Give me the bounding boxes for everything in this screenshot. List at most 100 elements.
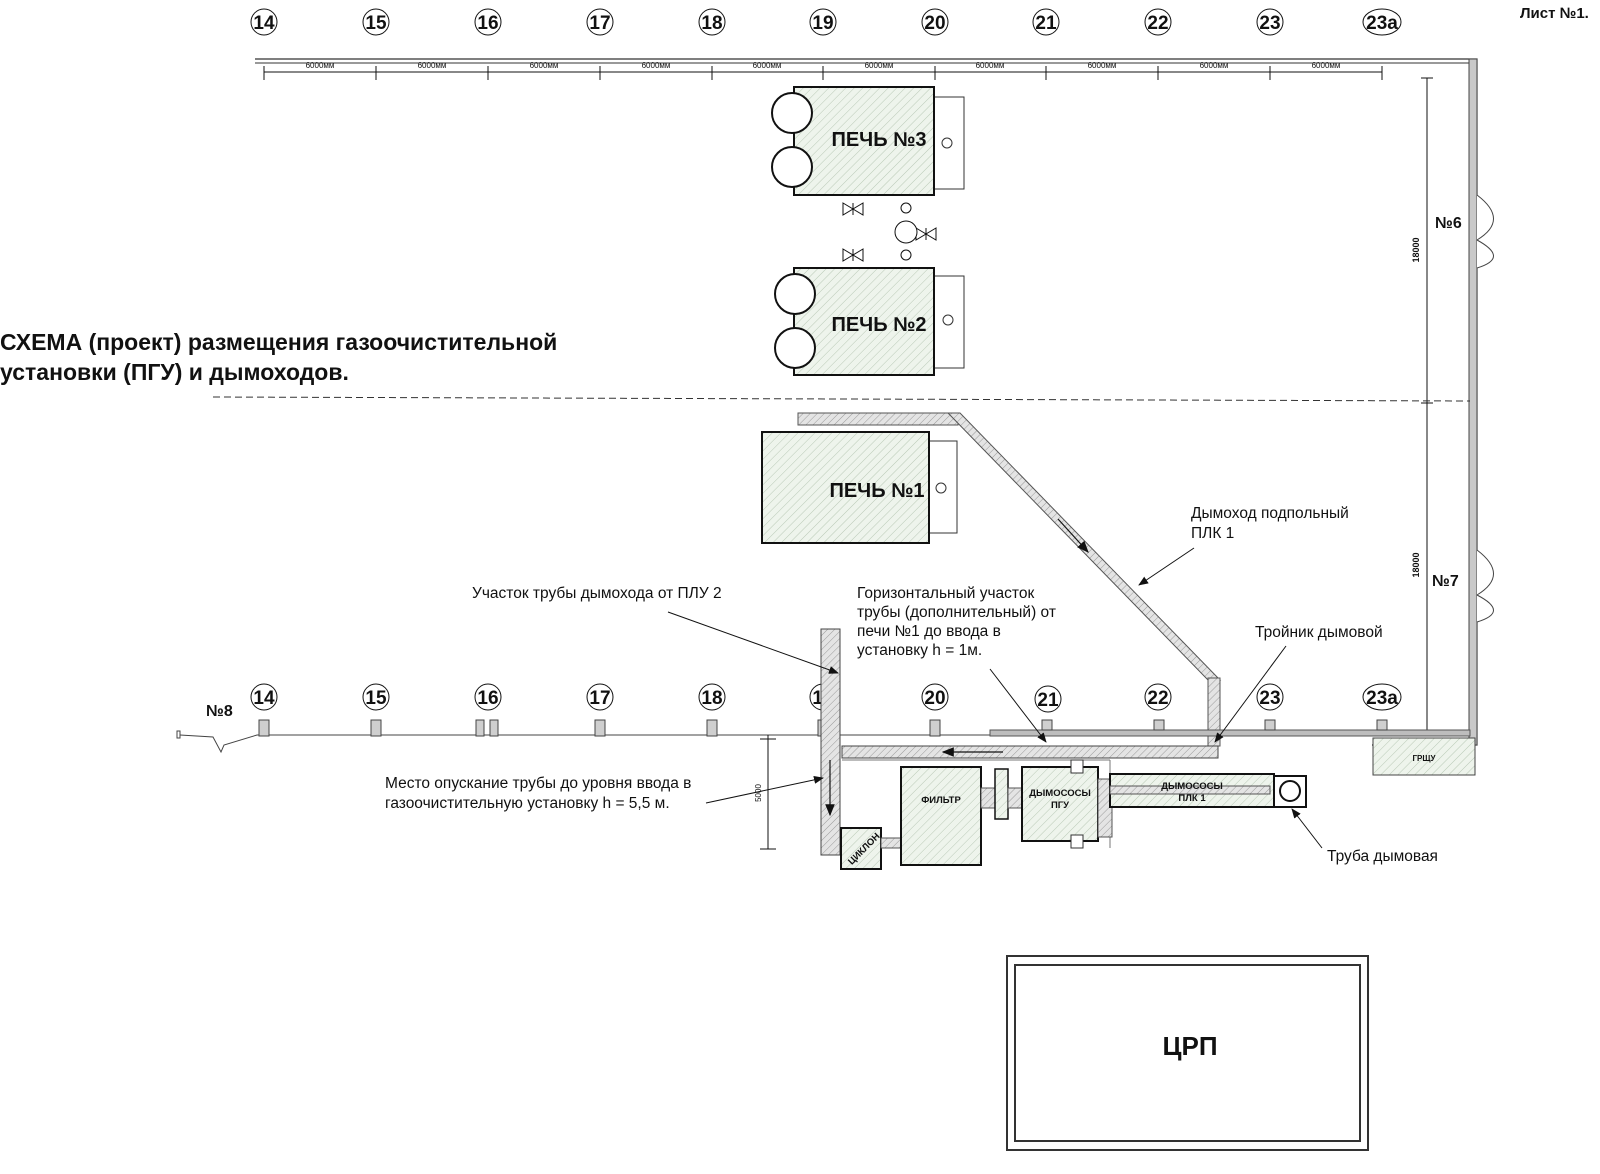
top-axis-22: 22 [1144,8,1172,36]
span-dim: 6000мм [642,61,671,70]
callout-horizontal-2: трубы (дополнительный) от [857,604,1056,621]
axis-label: 22 [1147,688,1168,709]
bottom-axis-23: 23 [1256,683,1284,711]
axis-label: 20 [924,13,945,34]
fans-pgu-label-1: ДЫМОСОСЫ [1029,788,1091,799]
axis-label: 18 [701,13,722,34]
lower-dimension [760,735,776,850]
bottom-axis-14: 14 [250,683,278,711]
furnace-3-label: ПЕЧЬ №3 [831,129,926,151]
top-axis-15: 15 [362,8,390,36]
axis-label: 23 [1259,688,1280,709]
top-axis-17: 17 [586,8,614,36]
span-dim: 6000мм [1312,61,1341,70]
bottom-axis-20: 20 [921,683,949,711]
grshu-label: ГРЩУ [1413,754,1437,763]
axis-label: 15 [365,13,387,34]
callout-tee: Тройник дымовой [1255,624,1383,641]
axis-label: 23 [1259,13,1280,34]
axis-label: 23а [1366,13,1398,34]
vertical-dim-lower: 18000 [1411,552,1421,577]
top-axis-18: 18 [698,8,726,36]
top-axis-23: 23 [1256,8,1284,36]
bay-label-6: №6 [1435,215,1462,232]
axis-label: 14 [253,688,275,709]
underfloor-flue [797,412,1222,747]
span-dim: 6000мм [1088,61,1117,70]
axis-label: 18 [701,688,722,709]
callout-leaders [667,547,1323,849]
lower-dim-label: 5000 [754,784,763,802]
top-dimension-chain [263,66,1383,80]
fans-pgu-label-2: ПГУ [1051,800,1069,811]
top-axis-14: 14 [250,8,278,36]
valve-group [842,202,937,262]
fans-plk1-label-2: ПЛК 1 [1178,793,1206,804]
furnace-1-label: ПЕЧЬ №1 [829,480,924,502]
top-axis-21: 21 [1032,8,1060,36]
callout-horizontal-4: установку h = 1м. [857,642,982,659]
bottom-axis-21: 21 [1034,685,1062,713]
scheme-title-line2: установки (ПГУ) и дымоходов. [0,359,349,385]
axis-label: 19 [812,13,833,34]
fans-plk1: ДЫМОСОСЫ ПЛК 1 [1109,773,1275,808]
bay-divider-dashed [212,396,1471,402]
callout-chimney: Труба дымовая [1327,848,1438,865]
axis-label: 20 [924,688,945,709]
span-dim: 6000мм [753,61,782,70]
span-dim: 6000мм [976,61,1005,70]
axis-label: 22 [1147,13,1168,34]
plu2-pipe-segment [820,628,841,856]
fans-pgu: ДЫМОСОСЫ ПГУ [994,759,1113,849]
cyclone: ЦИКЛОН [840,827,902,870]
axis-label: 14 [253,13,275,34]
top-axis-markers: 14 15 16 17 18 19 20 21 22 23 23а [250,8,1402,36]
furnace-3: ПЕЧЬ №3 [771,86,965,196]
furnace-1: ПЕЧЬ №1 [761,431,958,544]
span-dim: 6000мм [1200,61,1229,70]
callout-descent-2: газоочистительную установку h = 5,5 м. [385,795,670,812]
axis-label: 23а [1366,688,1398,709]
axis-label: 16 [477,13,498,34]
span-dim: 6000мм [865,61,894,70]
top-axis-20: 20 [921,8,949,36]
sheet-label: Лист №1. [1520,5,1589,22]
furnace-2: ПЕЧЬ №2 [774,267,965,376]
callout-descent-1: Место опускание трубы до уровня ввода в [385,775,691,792]
bottom-axis-22: 22 [1144,683,1172,711]
furnace-2-label: ПЕЧЬ №2 [831,314,926,336]
axis-label: 15 [365,688,387,709]
top-axis-23a: 23а [1362,8,1402,36]
axis-label: 21 [1035,13,1057,34]
chimney [1273,775,1307,808]
bottom-axis-16: 16 [474,683,502,711]
bottom-axis-23a: 23а [1362,683,1402,711]
span-dim: 6000мм [530,61,559,70]
span-dim: 6000мм [418,61,447,70]
callout-underfloor-1: Дымоход подпольный [1191,505,1349,522]
bottom-axis-markers: 14 15 16 17 18 19 20 21 22 23 23а [250,683,1402,713]
vertical-dimension-chain [1421,77,1433,736]
span-dim: 6000мм [306,61,335,70]
bottom-axis-17: 17 [586,683,614,711]
axis-label: 16 [477,688,498,709]
axis-label: 17 [589,13,610,34]
filter-unit: ФИЛЬТР [900,766,996,866]
callout-plu2: Участок трубы дымохода от ПЛУ 2 [472,585,722,602]
vertical-dim-upper: 18000 [1411,237,1421,262]
bay-label-7: №7 [1432,573,1459,590]
crp-label: ЦРП [1162,1031,1217,1061]
callout-horizontal-3: печи №1 до ввода в [857,623,1001,640]
crp-building: ЦРП [1006,955,1369,1151]
axis-label: 17 [589,688,610,709]
top-axis-19: 19 [809,8,837,36]
filter-label: ФИЛЬТР [921,795,961,806]
scheme-title-line1: СХЕМА (проект) размещения газоочиститель… [0,329,557,355]
bottom-axis-18: 18 [698,683,726,711]
bay-label-8: №8 [206,703,233,720]
bottom-axis-15: 15 [362,683,390,711]
top-axis-16: 16 [474,8,502,36]
callout-underfloor-2: ПЛК 1 [1191,525,1234,542]
axis-label: 21 [1037,690,1059,711]
